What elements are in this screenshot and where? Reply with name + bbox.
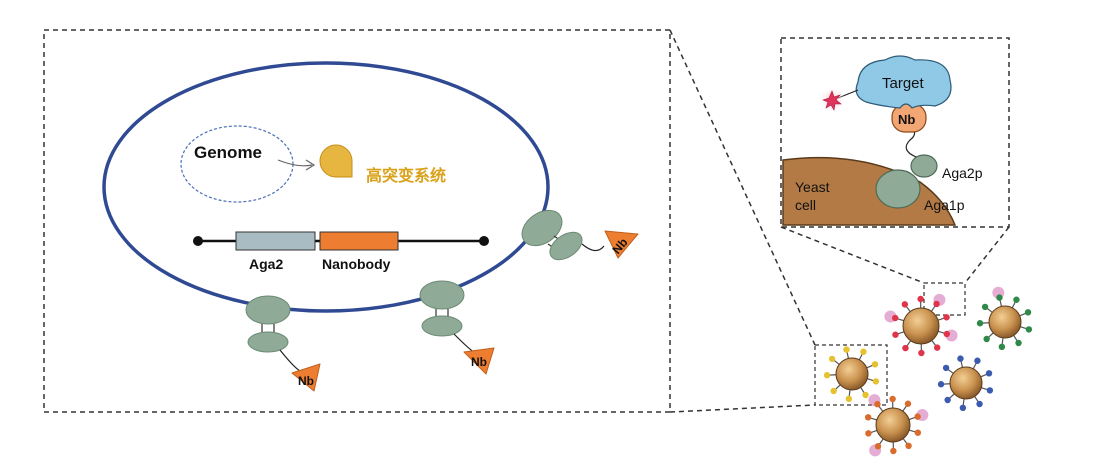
zoom-connector-top	[669, 29, 816, 346]
displayed-nanobody	[986, 387, 994, 394]
displayed-nanobody	[917, 295, 924, 303]
displayed-nanobody	[890, 447, 897, 455]
displayed-nanobody	[1013, 296, 1020, 303]
displayed-nanobody	[905, 442, 912, 450]
target-shape	[855, 55, 952, 109]
cell-membrane	[102, 61, 550, 313]
yeast-ball	[835, 357, 869, 391]
displayed-nanobody	[914, 413, 921, 420]
displayed-nanobody	[845, 395, 853, 403]
displayed-nanobody	[933, 344, 941, 351]
aga2p-label: Aga2p	[942, 165, 983, 181]
aga2-gene-box	[235, 231, 316, 251]
yeast-label-2: cell	[795, 197, 816, 213]
genome-arrowhead	[305, 159, 316, 171]
displayed-nanobody	[1024, 309, 1032, 316]
displayed-nanobody	[974, 357, 981, 364]
displayed-nanobody	[843, 346, 850, 353]
gene-line-end-right	[479, 236, 489, 246]
displayed-nanobody	[943, 330, 950, 338]
displayed-nanobody	[933, 300, 940, 308]
yeast-library-cluster	[823, 286, 1033, 457]
displayed-nanobody	[976, 400, 983, 408]
yeast-ball-blue	[937, 355, 994, 412]
surface-nanobody-1	[245, 295, 321, 392]
aga1p-label: Aga1p	[924, 197, 965, 213]
target-label: Target	[882, 75, 925, 92]
genome-arrow	[277, 159, 313, 167]
displayed-nanobody	[942, 364, 950, 372]
displayed-nanobody	[957, 355, 964, 362]
yeast-label-1: Yeast	[795, 179, 830, 195]
yeast-ball-yellow	[823, 346, 880, 403]
displayed-nanobody	[914, 429, 922, 436]
displayed-nanobody	[918, 349, 925, 357]
yeast-ball-green	[976, 286, 1033, 351]
displayed-nanobody	[823, 372, 831, 379]
aga1p-protein	[875, 169, 921, 209]
displayed-nanobody	[902, 344, 909, 352]
pacman-icon	[319, 144, 353, 178]
displayed-nanobody	[901, 301, 909, 308]
displayed-nanobody	[874, 400, 881, 408]
nb-label-2: Nb	[471, 355, 487, 369]
gene-line-end-left	[193, 236, 203, 246]
displayed-nanobody	[985, 370, 993, 377]
displayed-nanobody	[904, 400, 912, 407]
hypermutation-label: 高突变系统	[366, 166, 446, 185]
inset-connector-right	[964, 226, 1010, 284]
genome-label: Genome	[194, 143, 262, 162]
zoom-panel-left	[43, 29, 671, 413]
yeast-ball	[875, 407, 911, 443]
zoom-box-yellow-cell	[814, 344, 888, 406]
displayed-nanobody	[981, 303, 989, 311]
yeast-ball	[988, 305, 1022, 339]
genome-circle	[180, 125, 294, 203]
nanobody-gene-box	[319, 231, 399, 251]
displayed-nanobody	[872, 378, 880, 385]
displayed-nanobody	[1015, 339, 1022, 347]
displayed-nanobody	[828, 355, 836, 363]
star-burst-icon	[822, 90, 842, 111]
displayed-nanobody	[860, 348, 867, 355]
displayed-nanobody	[996, 294, 1003, 301]
displayed-nanobody	[862, 391, 869, 399]
nb-label-1: Nb	[298, 374, 314, 388]
displayed-nanobody	[976, 320, 984, 327]
displayed-nanobody	[943, 314, 950, 321]
yeast-ball	[902, 307, 940, 345]
yeast-ball-red	[884, 293, 958, 357]
displayed-nanobody	[959, 404, 967, 412]
aga2p-protein	[910, 154, 938, 178]
displayed-nanobody	[865, 430, 872, 437]
displayed-nanobody	[944, 396, 951, 404]
surface-nanobody-3	[521, 209, 639, 261]
displayed-nanobody	[889, 395, 896, 403]
nanobody-label: Nanobody	[322, 256, 391, 272]
displayed-nanobody	[871, 361, 879, 368]
zoom-connector-bottom	[669, 404, 816, 413]
displayed-nanobody	[830, 387, 837, 395]
yeast-ball-orange	[864, 394, 929, 457]
inset-nb-label: Nb	[898, 112, 915, 127]
yeast-ball	[949, 366, 983, 400]
displayed-nanobody	[864, 414, 872, 421]
displayed-nanobody	[1025, 326, 1033, 333]
aga2-label: Aga2	[249, 256, 283, 272]
surface-nanobody-2	[419, 280, 495, 375]
displayed-nanobody	[892, 314, 899, 322]
displayed-nanobody	[892, 331, 899, 338]
inset-connector-left	[780, 226, 925, 284]
displayed-nanobody	[998, 343, 1006, 351]
displayed-nanobody	[937, 381, 945, 388]
displayed-nanobody	[983, 335, 990, 343]
displayed-nanobody	[874, 443, 882, 450]
zoom-panel-inset	[780, 37, 1010, 228]
